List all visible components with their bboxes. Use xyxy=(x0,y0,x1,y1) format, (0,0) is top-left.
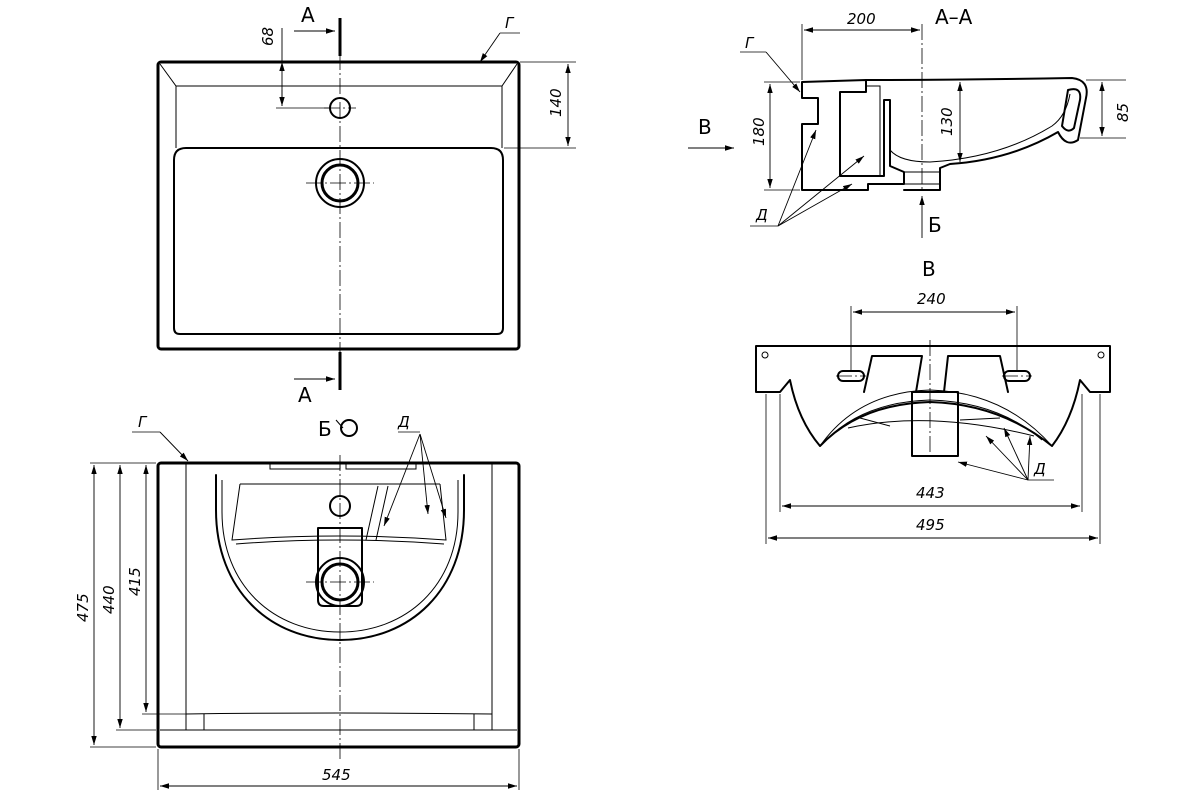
section-title: А–А xyxy=(935,5,973,29)
dim-475-label: 475 xyxy=(74,593,92,622)
rear-mount-hole-right xyxy=(1097,351,1105,359)
rear-drain-block xyxy=(911,391,959,457)
d-label-section: Д xyxy=(755,206,768,224)
edge-label-plan: Г xyxy=(138,413,148,431)
rear-mount-hole-left xyxy=(761,351,769,359)
rear-outline xyxy=(755,345,1111,447)
section-wall-hatched xyxy=(801,79,905,191)
view-b-label: Б xyxy=(318,417,332,441)
edge-label-section: Г xyxy=(745,34,755,52)
top-rim-bevel xyxy=(159,63,518,87)
dim-495-label: 495 xyxy=(916,516,945,534)
section-label-a-top: А xyxy=(301,3,315,27)
dim-68-label: 68 xyxy=(259,27,277,46)
edge-leader-top xyxy=(479,32,501,63)
plan-view: 475 440 415 545 Г Б Д xyxy=(74,413,521,790)
overflow-slot-right xyxy=(345,462,417,470)
dim-240-label: 240 xyxy=(917,290,946,308)
arrow-v-label: В xyxy=(698,115,712,139)
dim-440-label: 440 xyxy=(100,585,118,614)
dim-85-label: 85 xyxy=(1114,103,1132,122)
dim-443-label: 443 xyxy=(916,484,945,502)
dim-180-label: 180 xyxy=(750,117,768,146)
section-label-a-bottom: А xyxy=(298,383,312,407)
d-label-plan: Д xyxy=(397,413,410,431)
plan-drain-channel xyxy=(317,527,363,607)
dim-415-label: 415 xyxy=(126,567,144,596)
edge-leader-plan xyxy=(159,431,189,462)
section-front-lip xyxy=(1061,88,1082,132)
top-outer-outline xyxy=(156,60,521,351)
plan-bowl-outline xyxy=(215,474,465,641)
arrow-b-label: Б xyxy=(928,213,942,237)
top-view: А А 68 140 Г xyxy=(156,3,576,407)
dim-545-label: 545 xyxy=(322,766,351,784)
d-label-rear: Д xyxy=(1033,460,1046,478)
dim-140-label: 140 xyxy=(547,88,565,117)
edge-label-top: Г xyxy=(505,14,515,32)
dim-130-label: 130 xyxy=(938,107,956,136)
view-b-circle xyxy=(340,419,358,437)
rear-view-title: В xyxy=(922,257,936,281)
rear-view: В 240 443 495 xyxy=(755,257,1111,544)
dim-200-label: 200 xyxy=(847,10,876,28)
section-bowl-profile xyxy=(865,77,1088,191)
top-bowl-outline xyxy=(173,147,504,335)
section-view: А–А 200 180 130 85 Г xyxy=(688,5,1132,238)
